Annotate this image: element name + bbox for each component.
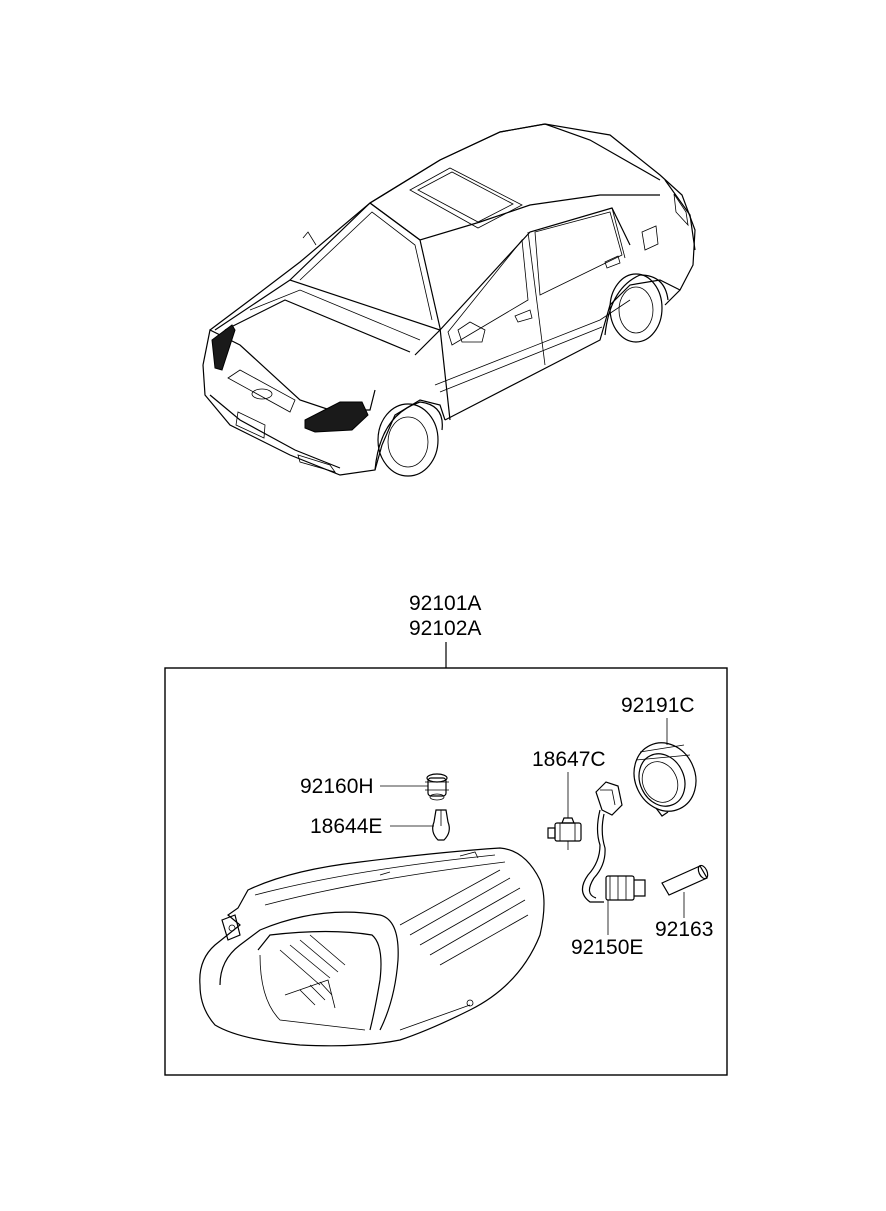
assembly-part-number-left: 92101A bbox=[409, 592, 481, 615]
sedan-car-icon bbox=[202, 123, 696, 477]
part-label-92150E: 92150E bbox=[571, 936, 643, 959]
bulb-socket-icon bbox=[425, 773, 449, 801]
assembly-frame bbox=[164, 667, 728, 1076]
part-label-18647C: 18647C bbox=[532, 748, 606, 771]
dust-cap-icon bbox=[633, 742, 697, 817]
sleeve-icon bbox=[661, 864, 709, 896]
assembly-part-number-right: 92102A bbox=[409, 617, 481, 640]
headlamp-assembly-icon bbox=[199, 847, 545, 1047]
part-label-92191C: 92191C bbox=[621, 694, 695, 717]
part-label-92163: 92163 bbox=[655, 918, 713, 941]
wire-harness-icon bbox=[581, 781, 646, 903]
part-label-18644E: 18644E bbox=[310, 815, 382, 838]
bulb-icon bbox=[432, 809, 450, 841]
halogen-bulb-icon bbox=[547, 817, 582, 850]
part-label-92160H: 92160H bbox=[300, 775, 374, 798]
